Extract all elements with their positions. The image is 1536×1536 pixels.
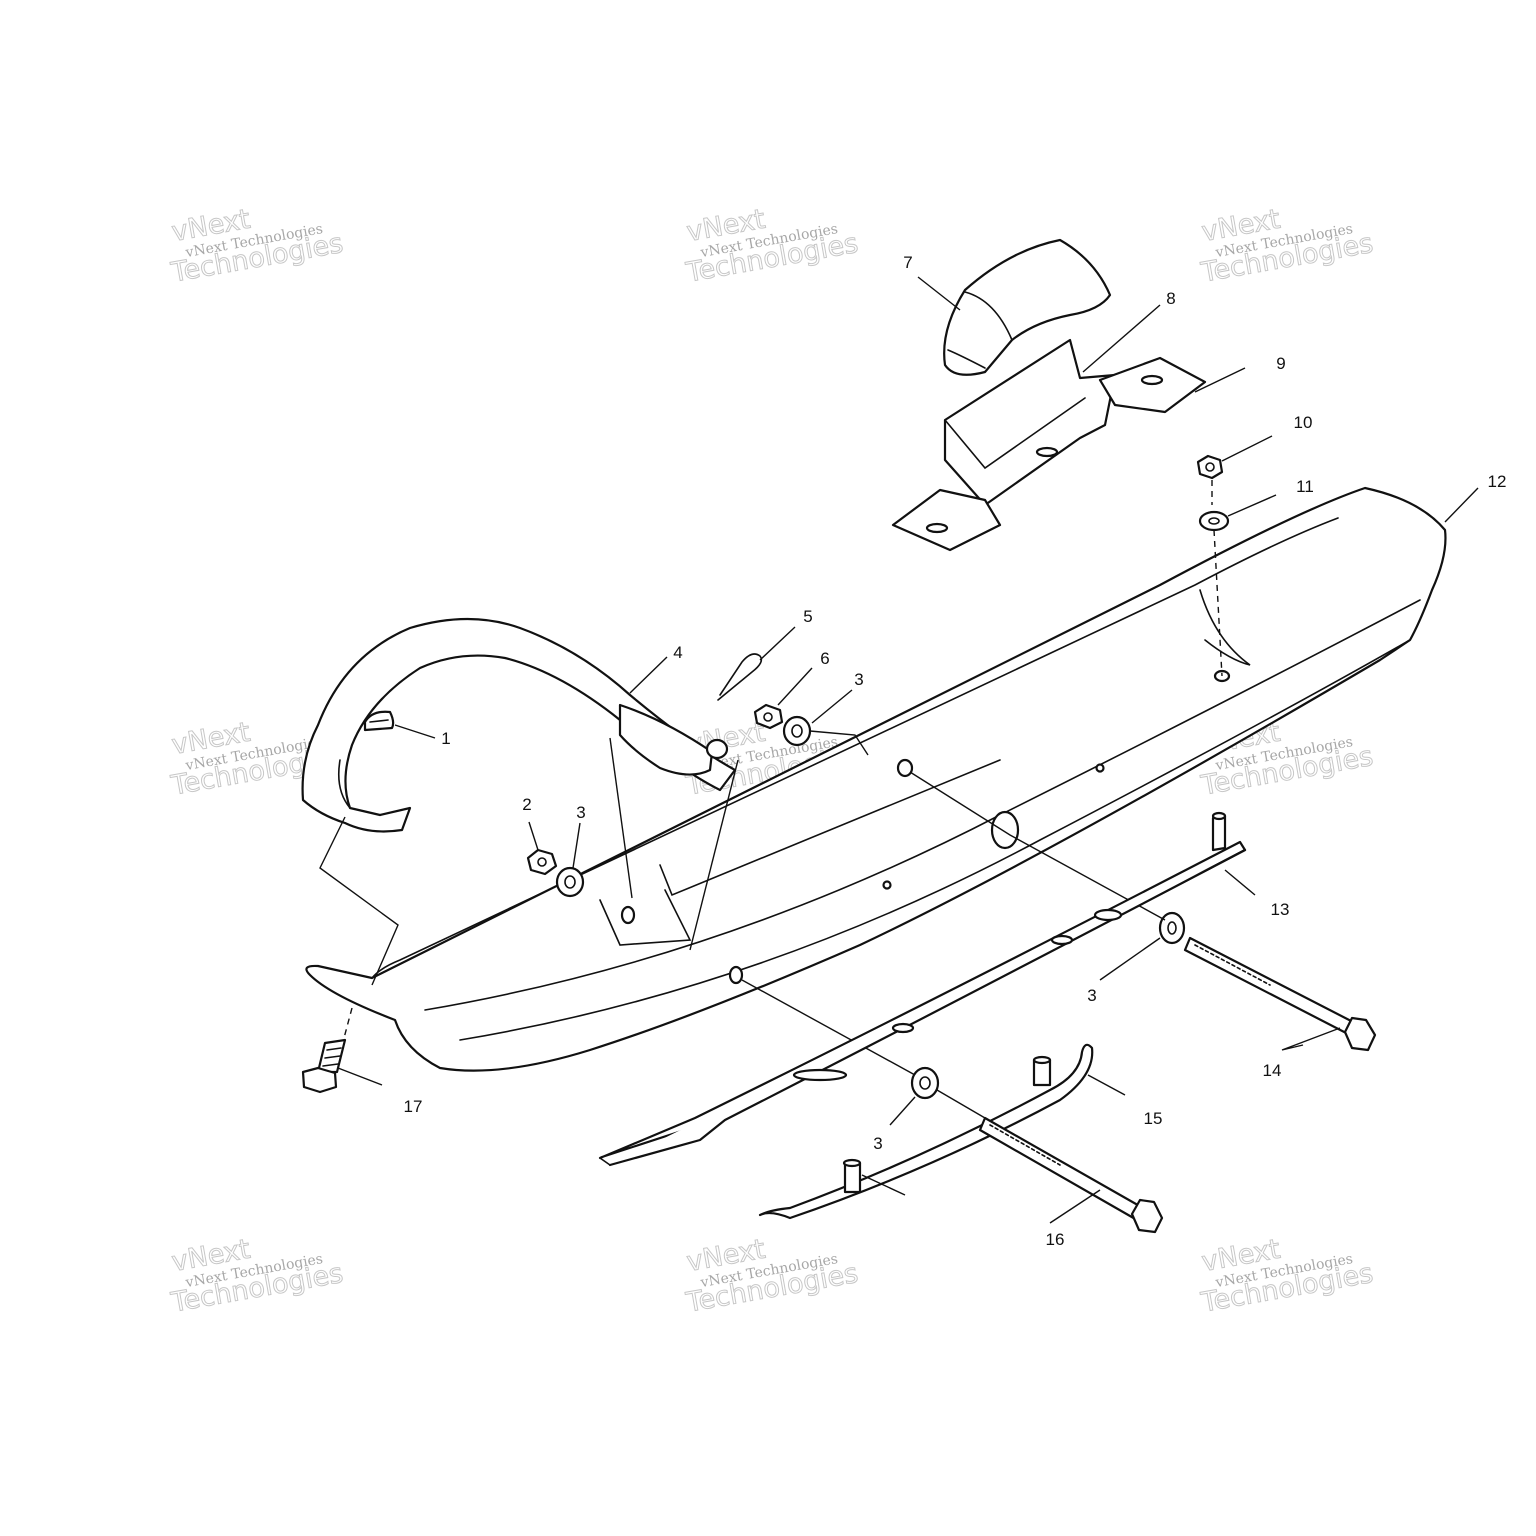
assembly-line-6 [809, 730, 869, 756]
nut-2 [526, 848, 558, 876]
ski-body [305, 486, 1447, 1072]
callout-16: 16 [1046, 1230, 1065, 1249]
callout-14: 14 [1263, 1061, 1282, 1080]
callout-3-right: 3 [1087, 986, 1096, 1005]
assembly-line-1 [319, 816, 399, 986]
callout-7: 7 [903, 253, 912, 272]
ski-pad [943, 238, 1112, 376]
watermark-top-left: vNext vNext Technologies Technologies [168, 203, 346, 289]
nut-6 [753, 703, 784, 730]
callout-17: 17 [404, 1097, 423, 1116]
watermark-top-right: vNext vNext Technologies Technologies [1198, 203, 1376, 289]
callout-3-bottom: 3 [873, 1134, 882, 1153]
watermark-bottom-left: vNext vNext Technologies Technologies [168, 1233, 346, 1319]
callout-13: 13 [1271, 900, 1290, 919]
washer-3-top [782, 715, 812, 747]
washer-3-left [555, 866, 585, 898]
ski-handle [301, 617, 739, 951]
watermark-top-center: vNext vNext Technologies Technologies [683, 203, 861, 289]
washer-11 [1198, 510, 1230, 532]
assembly-line-16 [741, 979, 916, 1076]
watermark-bottom-right: vNext vNext Technologies Technologies [1198, 1233, 1376, 1319]
callout-labels: 1 2 3 4 5 6 3 7 8 9 10 11 12 13 3 14 15 … [404, 253, 1507, 1249]
watermark-bottom-center: vNext vNext Technologies Technologies [683, 1233, 861, 1319]
short-bolt-17 [301, 1038, 347, 1094]
callout-5: 5 [803, 607, 812, 626]
callout-9: 9 [1276, 354, 1285, 373]
washer-3-bottom [910, 1066, 940, 1100]
long-bolt-14 [1183, 936, 1377, 1052]
callout-12: 12 [1488, 472, 1507, 491]
callout-11: 11 [1296, 477, 1314, 496]
ski-runner [758, 1043, 1094, 1220]
cotter-pin [717, 653, 763, 701]
saddle-bracket [891, 338, 1117, 552]
callout-3-left: 3 [576, 803, 585, 822]
callout-4: 4 [673, 643, 682, 662]
callout-10: 10 [1294, 413, 1313, 432]
callout-8: 8 [1166, 289, 1175, 308]
callout-3-top: 3 [854, 670, 863, 689]
wear-bar [598, 811, 1247, 1167]
assembly-line-10-12 [1211, 480, 1223, 677]
callout-15: 15 [1144, 1109, 1163, 1128]
long-bolt-16 [978, 1116, 1164, 1234]
assembly-line-16b [936, 1089, 986, 1119]
callout-leaders [337, 276, 1479, 1224]
callout-2: 2 [522, 795, 531, 814]
callout-1: 1 [441, 729, 450, 748]
slot-insert [363, 710, 395, 732]
lock-nut-10 [1196, 454, 1224, 480]
wear-plate [1098, 356, 1207, 414]
washer-3-right [1158, 911, 1186, 945]
assembly-line-17 [343, 1007, 353, 1039]
assembly-line-14 [909, 771, 1166, 921]
callout-6: 6 [820, 649, 829, 668]
